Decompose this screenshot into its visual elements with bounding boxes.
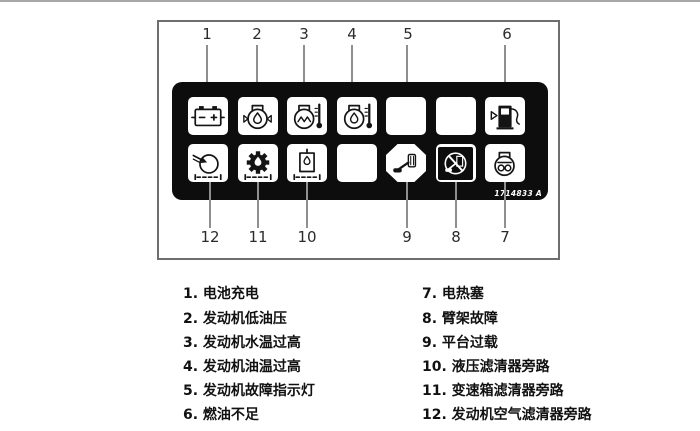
fuel-low-icon — [490, 105, 520, 130]
callout-line-7 — [504, 182, 506, 228]
indicator-engine-oil-temp — [336, 97, 377, 135]
callout-number-7: 7 — [500, 228, 510, 246]
callout-number-12: 12 — [200, 228, 220, 246]
callout-number-11: 11 — [248, 228, 268, 246]
callout-line-9 — [406, 182, 408, 228]
callout-number-6: 6 — [502, 25, 512, 43]
callout-line-3 — [303, 45, 305, 100]
indicator-hydraulic-filter-bypass — [287, 144, 327, 182]
indicator-engine-oil-pressure — [237, 97, 278, 135]
callout-line-2 — [256, 45, 258, 100]
decal-part-number: 1714833 A — [494, 189, 542, 198]
boom-fault-icon — [444, 151, 467, 174]
indicator-blank-bottom — [336, 144, 377, 182]
callout-number-1: 1 — [202, 25, 212, 43]
callout-line-12 — [209, 182, 211, 228]
callout-number-10: 10 — [297, 228, 317, 246]
callout-line-10 — [306, 182, 308, 228]
legend-item-12: 12. 发动机空气滤清器旁路 — [422, 407, 592, 423]
engine-oil-pressure-icon — [242, 104, 272, 130]
glow-plug-icon — [494, 151, 515, 177]
indicator-blank-spare — [435, 97, 476, 135]
callout-number-2: 2 — [252, 25, 262, 43]
boom-fault-inverted-field — [438, 146, 473, 180]
legend-item-7: 7. 电热塞 — [422, 286, 484, 302]
callout-line-1 — [206, 45, 208, 100]
callout-line-6 — [504, 45, 506, 100]
legend-item-10: 10. 液压滤清器旁路 — [422, 359, 550, 375]
callout-line-8 — [455, 182, 457, 228]
air-filter-bypass-icon — [192, 154, 222, 180]
legend-item-1: 1. 电池充电 — [183, 286, 259, 302]
legend-item-3: 3. 发动机水温过高 — [183, 335, 301, 351]
callout-line-11 — [257, 182, 259, 228]
transmission-filter-bypass-icon — [243, 151, 272, 180]
legend-item-6: 6. 燃油不足 — [183, 407, 259, 423]
battery-charge-icon — [191, 106, 225, 127]
engine-oil-temp-icon — [343, 103, 372, 130]
indicator-battery-charge — [188, 97, 228, 135]
indicator-blank-5 — [386, 97, 426, 135]
callout-line-5 — [406, 45, 408, 99]
indicator-panel: 1714833 A — [172, 82, 548, 200]
indicator-boom-fault — [435, 144, 476, 182]
indicator-glow-plug — [485, 144, 525, 182]
callout-number-5: 5 — [403, 25, 413, 43]
legend-item-11: 11. 变速箱滤清器旁路 — [422, 383, 564, 399]
page-divider-rule — [0, 0, 700, 2]
indicator-fuel-low — [485, 97, 525, 135]
legend-item-4: 4. 发动机油温过高 — [183, 359, 301, 375]
indicator-transmission-filter-bypass — [237, 144, 278, 182]
indicator-engine-water-temp — [287, 97, 327, 135]
hydraulic-filter-bypass-icon — [293, 148, 321, 180]
indicator-platform-overload — [386, 144, 426, 182]
callout-number-3: 3 — [299, 25, 309, 43]
callout-line-4 — [351, 45, 353, 100]
indicator-air-filter-bypass — [188, 144, 228, 182]
platform-overload-icon — [393, 153, 417, 173]
legend-item-9: 9. 平台过载 — [422, 335, 498, 351]
callout-number-8: 8 — [451, 228, 461, 246]
engine-water-temp-icon — [293, 103, 323, 130]
callout-number-4: 4 — [347, 25, 357, 43]
legend-item-5: 5. 发动机故障指示灯 — [183, 383, 315, 399]
callout-number-9: 9 — [402, 228, 412, 246]
legend-item-8: 8. 臂架故障 — [422, 311, 498, 327]
legend-item-2: 2. 发动机低油压 — [183, 311, 287, 327]
